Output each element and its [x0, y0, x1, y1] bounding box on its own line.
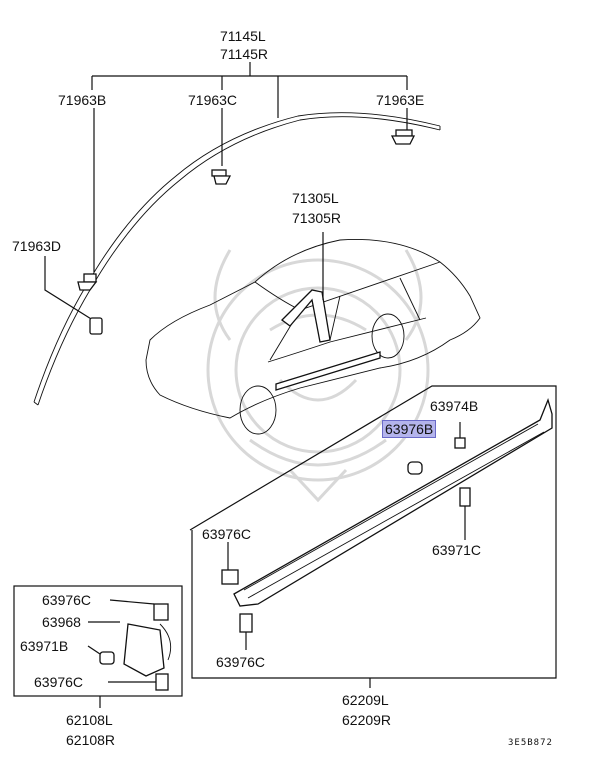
label-62108L: 62108L	[66, 712, 113, 728]
side-sill-box	[189, 385, 557, 688]
label-71305R: 71305R	[292, 210, 342, 226]
label-62209R: 62209R	[342, 712, 392, 728]
car-illustration	[145, 232, 481, 435]
mud-guard-box	[13, 585, 183, 708]
label-63968: 63968	[42, 614, 81, 630]
label-71963D: 71963D	[12, 238, 62, 254]
label-63976B-highlighted[interactable]: 63976B	[382, 420, 437, 438]
clip-shapes-top	[77, 129, 416, 335]
label-63976C-sill-bottom: 63976C	[216, 654, 266, 670]
label-71963B: 71963B	[58, 92, 107, 108]
label-71305L: 71305L	[292, 190, 339, 206]
label-63971B: 63971B	[20, 638, 69, 654]
leader-lines-top	[44, 62, 408, 323]
label-63976C-box-bottom: 63976C	[34, 674, 84, 690]
label-71963E: 71963E	[376, 92, 425, 108]
diagram-code: 3E5B872	[508, 738, 553, 748]
label-63974B: 63974B	[430, 398, 479, 414]
label-71145R: 71145R	[220, 46, 269, 62]
label-63976C-sill-top: 63976C	[202, 526, 252, 542]
label-63971C: 63971C	[432, 542, 482, 558]
label-62209L: 62209L	[342, 692, 389, 708]
label-71145L: 71145L	[220, 28, 266, 44]
roof-drip-molding	[33, 112, 441, 406]
label-62108R: 62108R	[66, 732, 116, 748]
label-63976C-box-top: 63976C	[42, 592, 92, 608]
label-71963C: 71963C	[188, 92, 238, 108]
